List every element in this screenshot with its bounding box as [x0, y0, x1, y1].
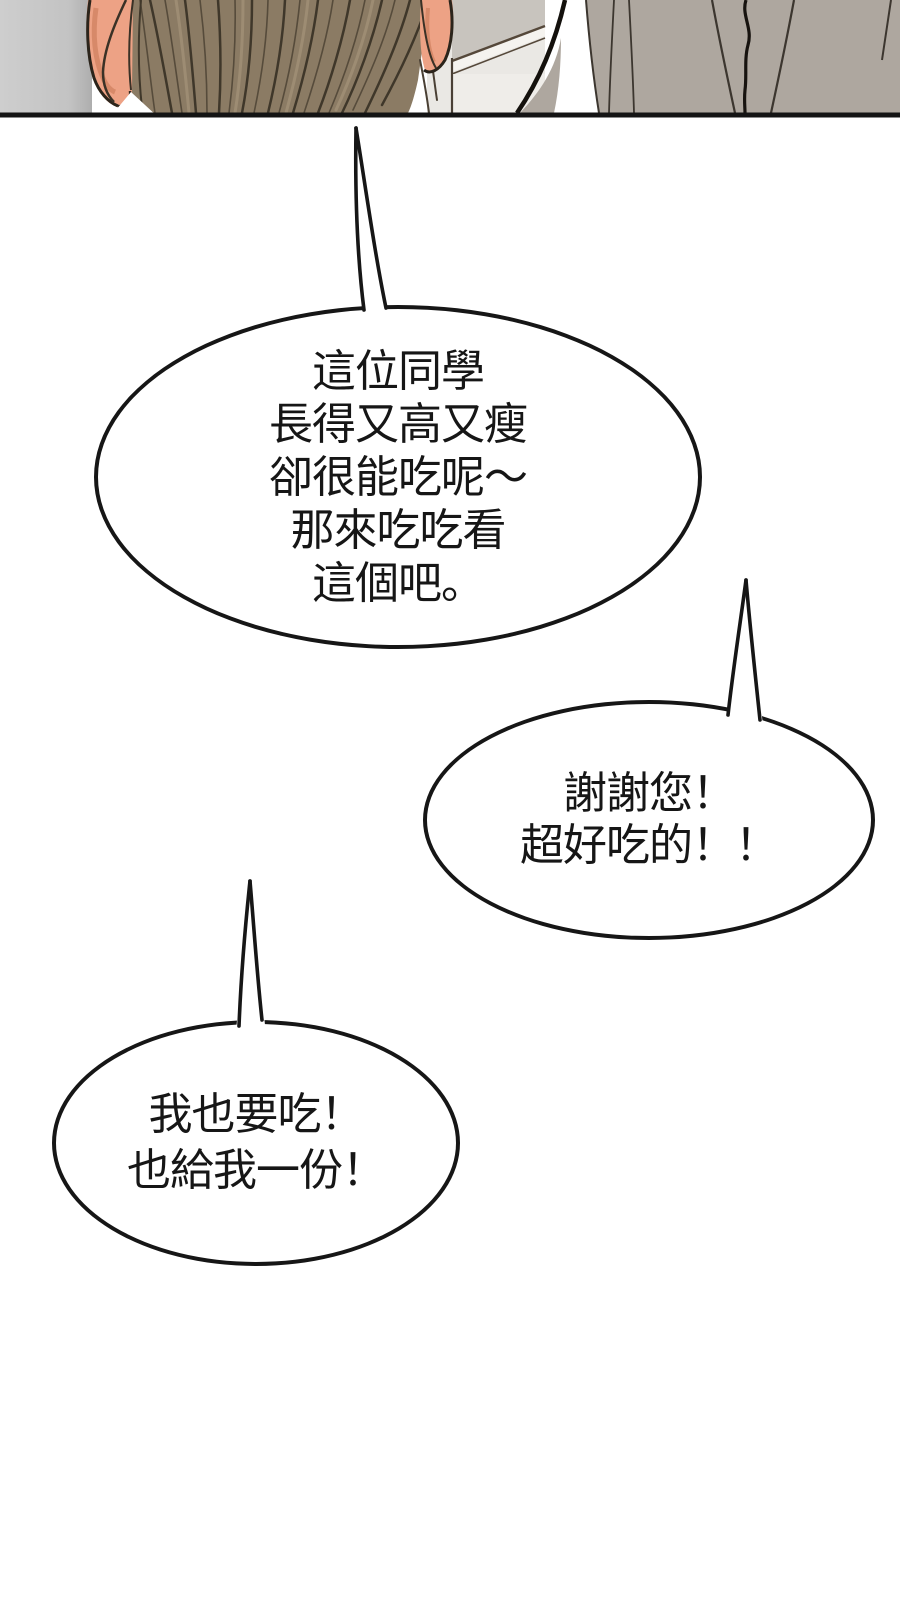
- bubble1-line-3: 卻很能吃呢～: [269, 452, 528, 502]
- person2-jacket: [586, 0, 900, 113]
- bubble3-tail: [236, 879, 265, 1031]
- speech-bubble-3: 我也要吃！ 也給我一份！: [52, 1020, 460, 1266]
- bubble1-line-4: 那來吃吃看: [290, 505, 507, 555]
- bubble1-line-1: 這位同學: [312, 346, 485, 396]
- collar-wedge: [110, 92, 158, 117]
- bubble1-line-5: 這個吧。: [312, 558, 485, 608]
- person2-sleeve: [520, 38, 561, 113]
- bubble2-line-2: 超好吃的！！: [520, 821, 779, 870]
- left-ear: [86, 0, 143, 109]
- bubble2-line-1: 謝謝您！: [563, 769, 736, 818]
- person2-figure: [515, 0, 900, 115]
- right-ear: [420, 0, 454, 74]
- bubble2-tail: [726, 578, 763, 725]
- bubble3-line-1: 我也要吃！: [148, 1090, 365, 1139]
- jacket-placket-line: [742, 0, 751, 114]
- person2-back-outline: [515, 0, 568, 115]
- speech-bubble-1: 這位同學 長得又高又瘦 卻很能吃呢～ 那來吃吃看 這個吧。: [94, 305, 702, 649]
- jacket-fold-lines: [608, 0, 892, 114]
- bubble1-tail: [353, 126, 388, 315]
- panel-divider-line: [0, 112, 900, 118]
- bubble1-line-2: 長得又高又瘦: [269, 399, 528, 449]
- bubble3-line-2: 也給我一份！: [127, 1146, 386, 1195]
- panel-artwork: [0, 0, 900, 118]
- wall-left: [0, 0, 92, 113]
- person1-head: [86, 0, 454, 117]
- speech-bubble-2: 謝謝您！ 超好吃的！！: [423, 700, 875, 940]
